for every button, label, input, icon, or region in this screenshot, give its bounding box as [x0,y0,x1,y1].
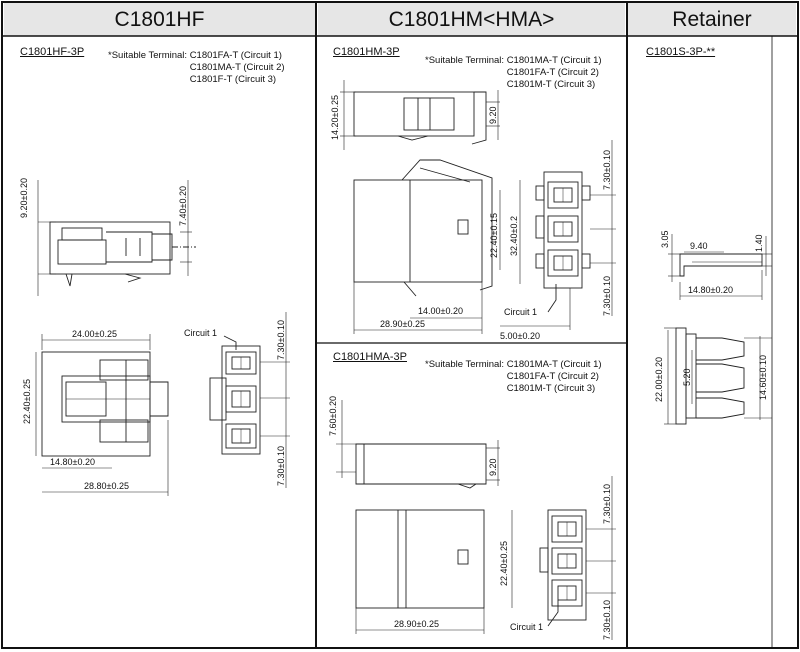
terminal-item: C1801M-T (Circuit 3) [506,383,596,394]
hm-side-dims: 14.20±0.25 9.20 [330,95,498,140]
terminal-note-hf: *Suitable Terminal: C1801FA-T (Circuit 1… [108,50,285,86]
dim-label: 22.40±0.25 [499,541,509,586]
terminal-item: C1801FA-T (Circuit 1) [189,50,282,61]
terminal-label: *Suitable Terminal: [108,50,190,61]
dim-label: 5.00±0.20 [500,331,540,341]
part-number-retainer: C1801S-3P-** [646,46,716,58]
terminal-note-hm: *Suitable Terminal: C1801MA-T (Circuit 1… [425,55,602,91]
retainer-side-view [668,234,772,300]
dim-label: 5.20 [682,368,692,386]
dim-label: 14.80±0.20 [50,457,95,467]
dim-label: 1.40 [754,234,764,252]
hf-front-view [209,312,290,488]
part-number-hm: C1801HM-3P [333,46,400,58]
dim-label: 28.90±0.25 [394,619,439,629]
hf-top-view [35,334,169,496]
column-header-retainer: Retainer [628,3,796,36]
hma-side-dims: 7.60±0.20 9.20 [328,396,498,476]
terminal-item: C1801FA-T (Circuit 2) [506,67,599,78]
dim-label: 3.05 [660,230,670,248]
dim-label: 7.30±0.10 [276,446,286,486]
dim-label: 22.00±0.20 [654,357,664,402]
hm-front-view [500,140,616,330]
column-header-hm: C1801HM<HMA> [318,3,625,36]
hma-top-view [355,509,513,634]
terminal-item: C1801F-T (Circuit 3) [189,74,277,85]
hm-top-view [353,159,521,334]
dim-label: 9.20±0.20 [19,178,29,218]
dim-label: 7.60±0.20 [328,396,338,436]
dim-label: 28.80±0.25 [84,481,129,491]
retainer-front-dims: 22.00±0.20 5.20 14.60±0.10 [654,355,768,402]
hf-top-dims: 24.00±0.25 22.40±0.25 14.80±0.20 28.80±0… [22,329,129,491]
terminal-item: C1801MA-T (Circuit 1) [506,55,602,66]
dim-label: 7.30±0.10 [602,600,612,640]
dim-label: 7.40±0.20 [178,186,188,226]
terminal-label: *Suitable Terminal: [425,55,507,66]
terminal-item: C1801M-T (Circuit 3) [506,79,596,90]
dim-label: 22.40±0.15 [489,213,499,258]
retainer-side-dims: 3.05 9.40 1.40 14.80±0.20 [660,230,764,295]
hf-side-dims: 9.20±0.20 7.40±0.20 [19,178,188,226]
dim-label: 7.30±0.10 [602,150,612,190]
hm-top-dims: 14.00±0.20 28.90±0.25 22.40±0.15 32.40±0… [380,213,519,329]
circuit-label: Circuit 1 [510,622,543,632]
dim-label: 7.30±0.10 [602,276,612,316]
column-header-hf: C1801HF [4,3,315,36]
dim-label: 22.40±0.25 [22,379,32,424]
terminal-label: *Suitable Terminal: [425,359,507,370]
circuit-label: Circuit 1 [184,328,217,338]
hma-front-view [539,476,616,640]
hma-front-dims: Circuit 1 7.30±0.10 7.30±0.10 [510,484,612,640]
terminal-note-hma: *Suitable Terminal: C1801MA-T (Circuit 1… [425,359,602,395]
dim-label: 9.20 [488,106,498,124]
dim-label: 14.80±0.20 [688,285,733,295]
hm-front-dims: Circuit 1 5.00±0.20 7.30±0.10 7.30±0.10 [500,150,612,341]
retainer-front-view [664,327,772,425]
terminal-item: C1801MA-T (Circuit 2) [189,62,285,73]
dim-label: 7.30±0.10 [602,484,612,524]
dim-label: 9.40 [690,241,708,251]
dim-label: 28.90±0.25 [380,319,425,329]
part-number-hma: C1801HMA-3P [333,351,407,363]
dim-label: 24.00±0.25 [72,329,117,339]
dim-label: 14.60±0.10 [758,355,768,400]
hma-side-view [336,400,500,489]
part-number-hf: C1801HF-3P [20,46,85,58]
dim-label: 32.40±0.2 [509,216,519,256]
dim-label: 9.20 [488,458,498,476]
dim-label: 14.20±0.25 [330,95,340,140]
terminal-item: C1801FA-T (Circuit 2) [506,371,599,382]
dim-label: 14.00±0.20 [418,306,463,316]
dim-label: 7.30±0.10 [276,320,286,360]
hma-top-dims: 28.90±0.25 22.40±0.25 [394,541,509,629]
hm-side-view [340,80,500,150]
hf-side-view [37,180,196,296]
terminal-item: C1801MA-T (Circuit 1) [506,359,602,370]
circuit-label: Circuit 1 [504,307,537,317]
hf-front-dims: Circuit 1 7.30±0.10 7.30±0.10 [184,320,286,486]
